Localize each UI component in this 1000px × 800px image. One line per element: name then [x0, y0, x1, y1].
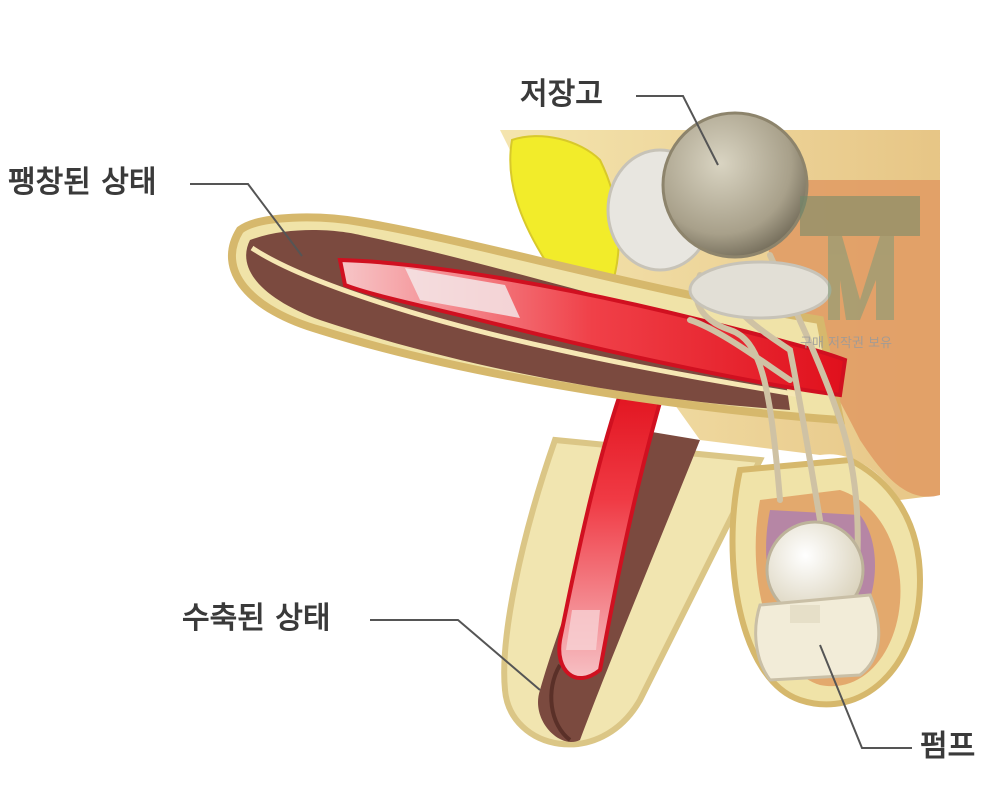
reservoir-balloon	[661, 111, 809, 259]
leader-pump	[819, 644, 912, 749]
leader-reservoir	[636, 95, 719, 166]
leader-lines	[190, 95, 912, 749]
label-deflated-state: 수축된 상태	[182, 601, 331, 636]
pump	[754, 520, 881, 682]
inflated-penis	[227, 213, 848, 425]
watermark-logo	[800, 196, 920, 320]
deflated-penis	[501, 377, 765, 748]
watermark-text: 구매 저작권 보유	[800, 336, 892, 351]
deflated-cylinder	[557, 377, 668, 681]
label-pump: 펌프	[920, 729, 976, 764]
leader-inflated	[190, 183, 303, 257]
reservoir	[606, 111, 832, 320]
label-inflated-state: 팽창된 상태	[8, 165, 157, 200]
label-reservoir: 저장고	[520, 77, 603, 112]
leader-deflated	[370, 619, 541, 691]
